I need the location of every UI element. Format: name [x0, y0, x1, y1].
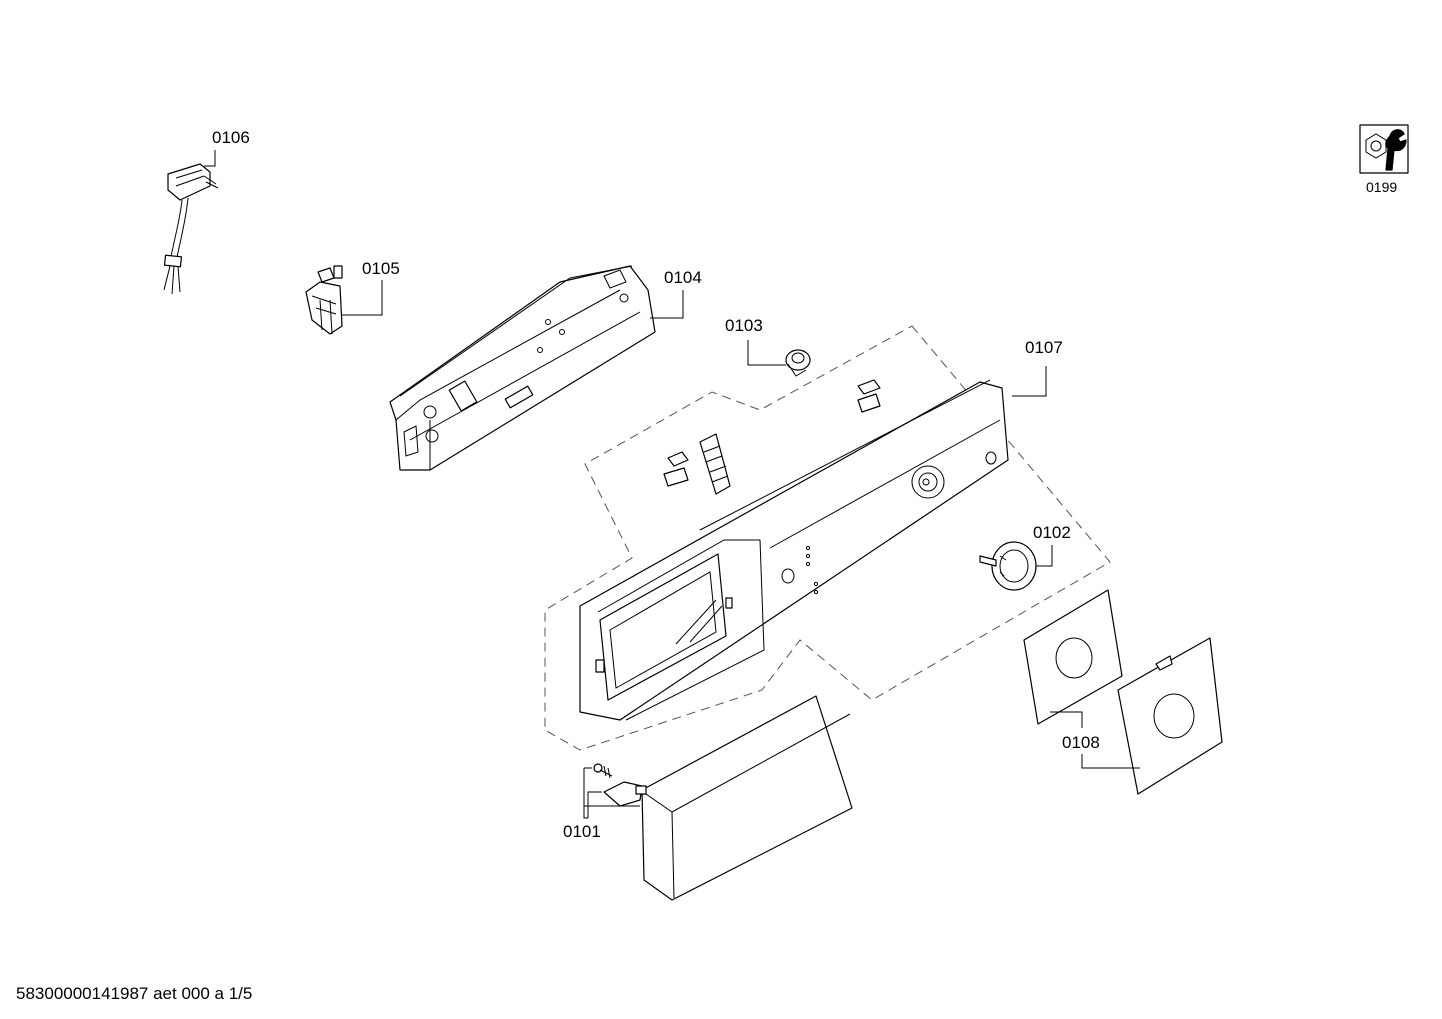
- leader-line-0102: [1036, 545, 1053, 567]
- selector-knob-part[interactable]: [979, 541, 1037, 591]
- leader-line-0103: [747, 340, 786, 366]
- label-0101: 0101: [563, 822, 601, 841]
- label-0199: 0199: [1366, 179, 1397, 195]
- leader-line-0101: [583, 767, 640, 819]
- control-panel-fascia-part[interactable]: [579, 379, 1009, 721]
- leader-line-0104: [650, 290, 684, 319]
- leader-line-0107: [1012, 366, 1047, 397]
- cap-part[interactable]: [785, 349, 811, 377]
- label-0107: 0107: [1025, 338, 1063, 357]
- leader-line-0105: [342, 280, 383, 316]
- panel-inlay-part-2[interactable]: [1117, 637, 1223, 795]
- label-0103: 0103: [725, 316, 763, 335]
- electronic-module-part[interactable]: [389, 265, 656, 471]
- drawer-front-part[interactable]: [641, 695, 853, 901]
- label-0104: 0104: [664, 268, 702, 287]
- tool-icon: [1359, 124, 1409, 174]
- label-0102: 0102: [1033, 523, 1071, 542]
- document-id: 58300000141987 aet 000 a 1/5: [16, 984, 252, 1003]
- power-cord-part[interactable]: [163, 163, 219, 295]
- leader-line-0106: [204, 150, 216, 167]
- screw-part[interactable]: [593, 763, 613, 779]
- label-0106: 0106: [212, 128, 250, 147]
- panel-inlay-part-1[interactable]: [1023, 589, 1123, 725]
- label-0105: 0105: [362, 259, 400, 278]
- assembly-group-outline: [544, 325, 1111, 751]
- light-guide-part[interactable]: [663, 379, 881, 495]
- label-0108: 0108: [1062, 733, 1100, 752]
- hinge-part[interactable]: [603, 781, 647, 807]
- switch-part[interactable]: [305, 265, 343, 335]
- leader-line-0108: [1050, 711, 1140, 769]
